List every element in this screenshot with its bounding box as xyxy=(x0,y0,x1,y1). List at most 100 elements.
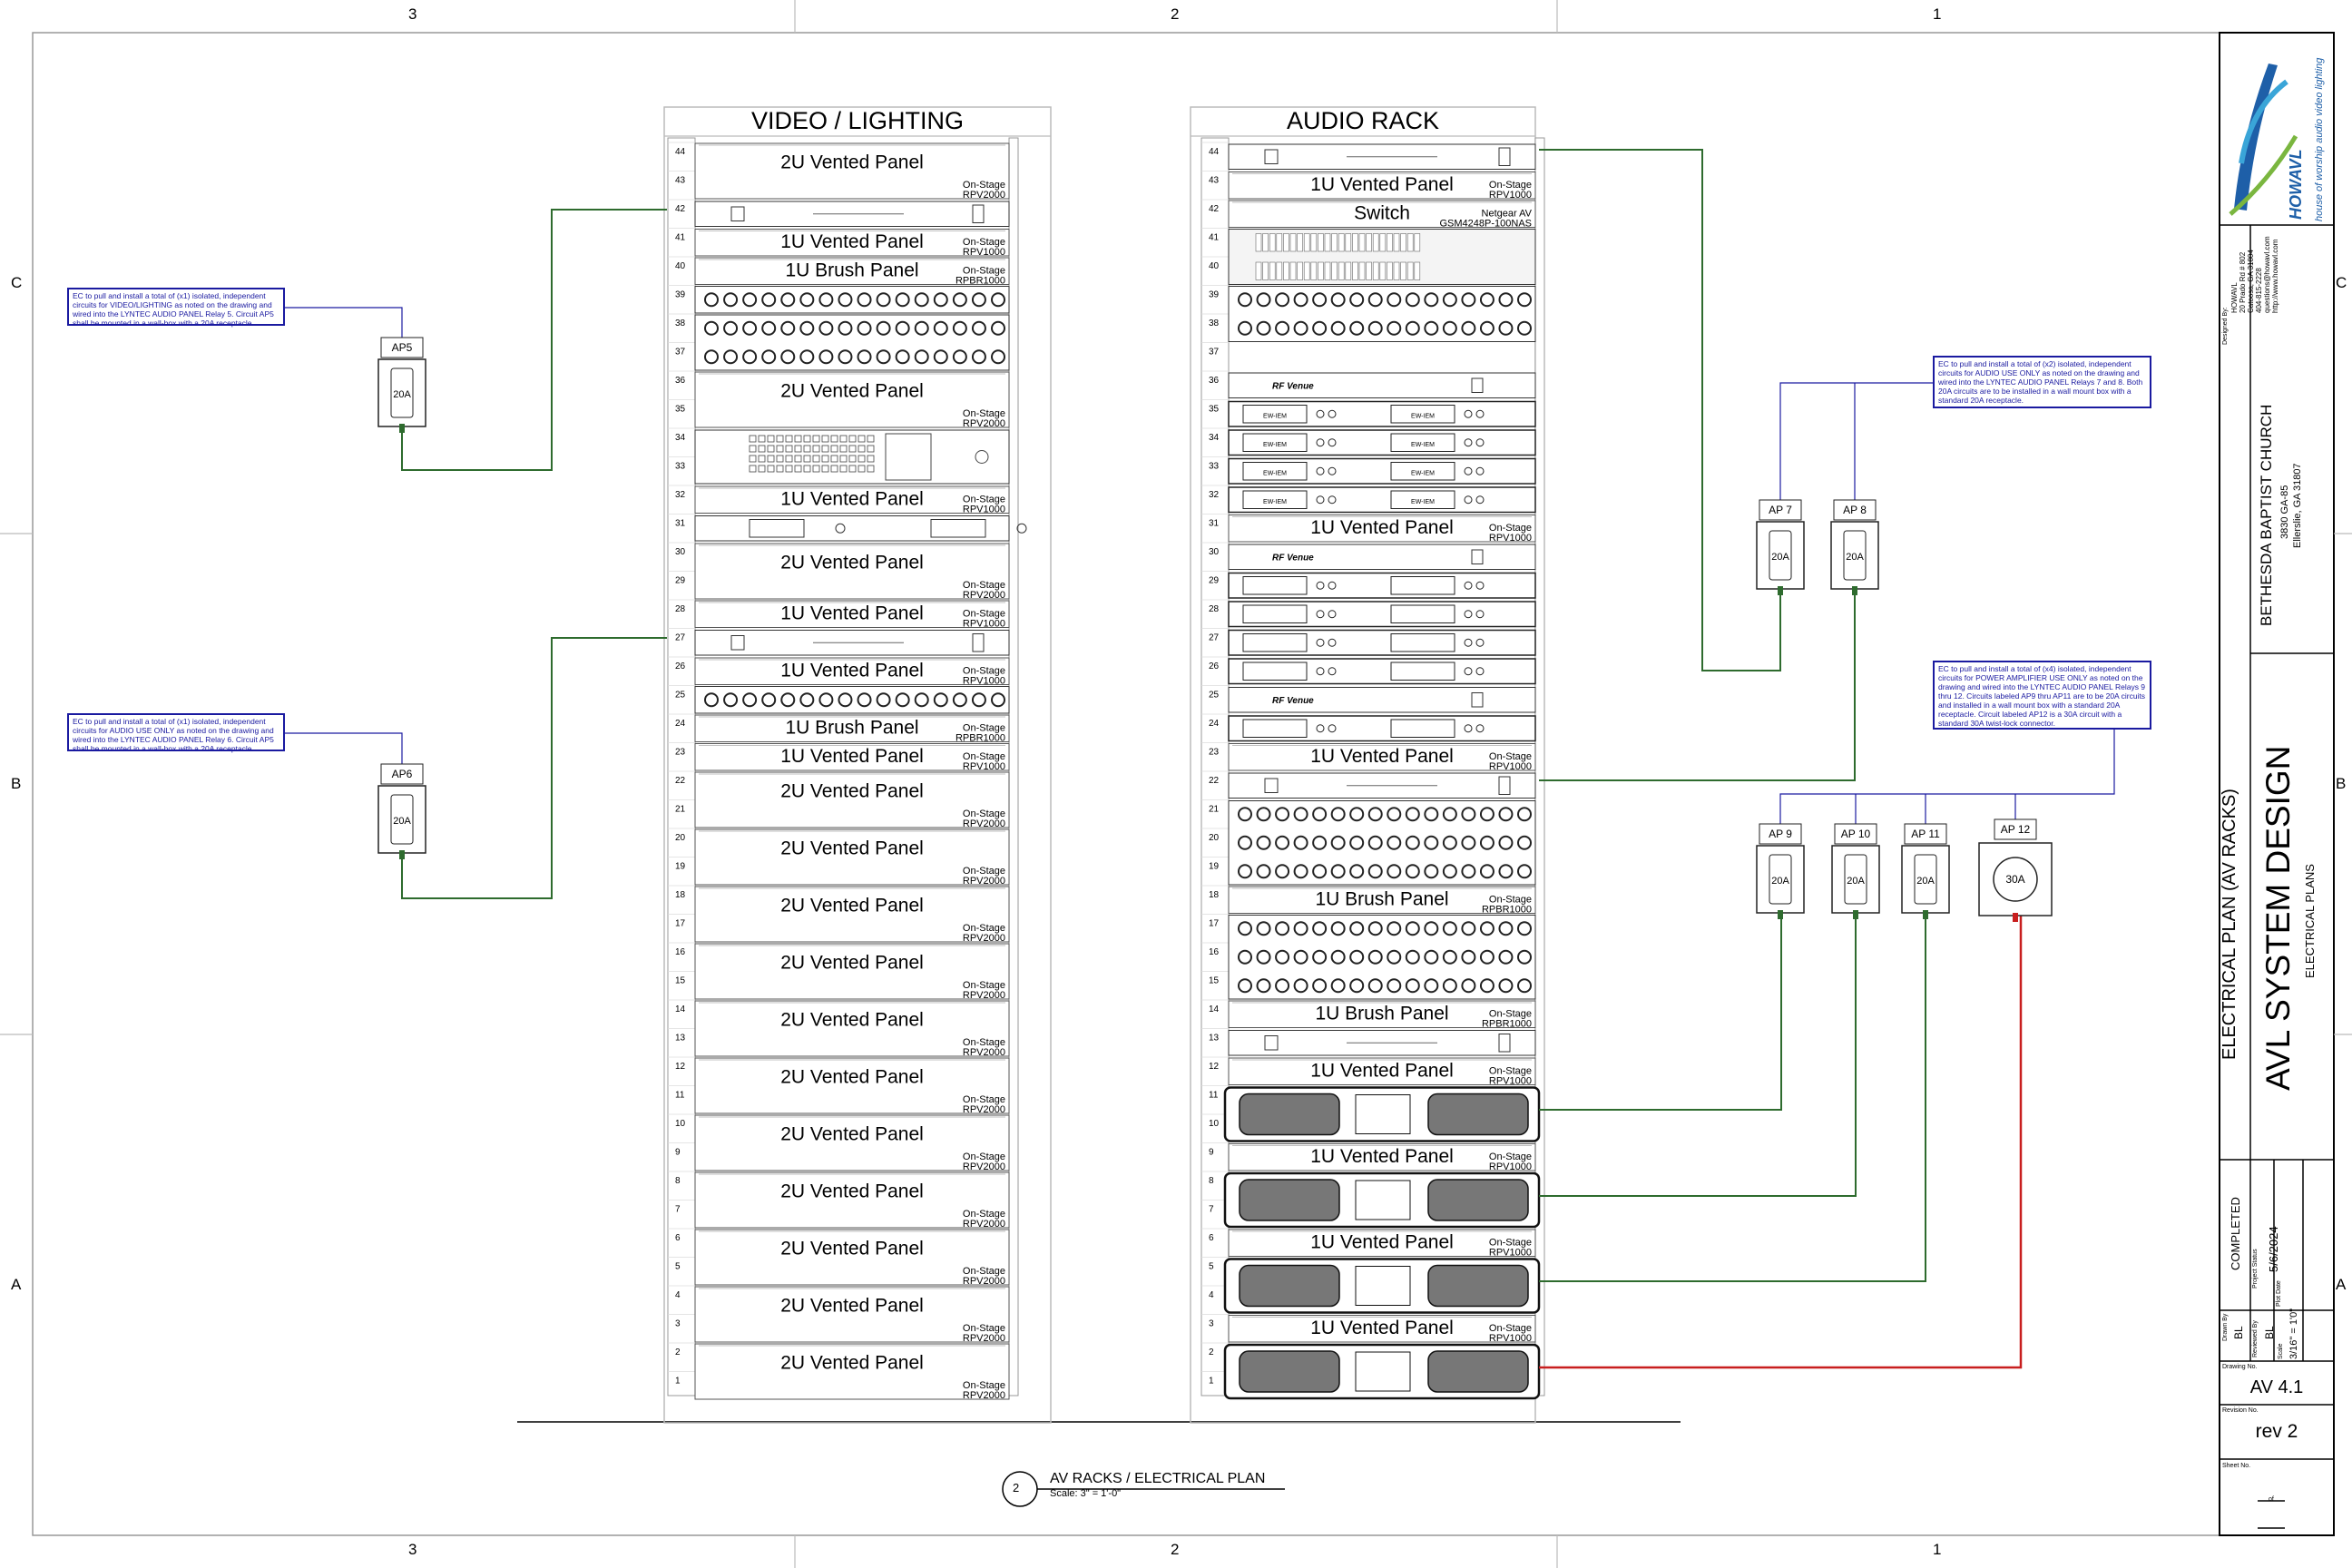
console-key xyxy=(858,435,866,443)
wireless-knob-icon xyxy=(1464,438,1473,447)
xlr-connector-icon xyxy=(1238,949,1252,965)
rack-unit-number: 41 xyxy=(1209,233,1220,243)
xlr-connector-icon xyxy=(1498,807,1514,822)
wireless-knob-icon xyxy=(1464,610,1473,619)
panel-label: 2U Vented Panel xyxy=(780,1009,924,1030)
rf-switch-icon xyxy=(1471,377,1484,393)
rack-panel xyxy=(1228,1143,1536,1171)
company-line: 20 Prado Rd # 802 xyxy=(2239,251,2247,313)
xlr-connector-icon xyxy=(914,320,929,336)
console-key xyxy=(821,435,829,443)
xlr-connector-icon xyxy=(991,292,1005,308)
panel-brand: On-Stage xyxy=(963,1266,1005,1277)
wireless-knob-icon xyxy=(1316,409,1325,418)
panel-label: 2U Vented Panel xyxy=(780,552,924,573)
rack-unit-number: 18 xyxy=(675,890,686,900)
rack-unit-number: 26 xyxy=(1209,662,1220,671)
rack-unit-number: 5 xyxy=(675,1262,681,1272)
panel-model: RPV2000 xyxy=(963,1219,1005,1230)
panel-model: RPV1000 xyxy=(963,505,1005,515)
reviewed-by: BL xyxy=(2263,1326,2276,1339)
panel-brand: On-Stage xyxy=(963,723,1005,734)
rack-panel xyxy=(694,743,1010,771)
xlr-connector-icon xyxy=(971,292,986,308)
rack-unit-number: 15 xyxy=(1209,976,1220,986)
wireless-display xyxy=(1390,604,1455,623)
wireless-knob-icon xyxy=(1328,438,1337,447)
xlr-connector-icon xyxy=(1479,864,1494,879)
switch-port xyxy=(1318,261,1324,280)
audio-rack-title: AUDIO RACK xyxy=(1286,107,1440,134)
wireless-display xyxy=(1390,576,1455,595)
ap12-circuit-wire xyxy=(1539,915,2023,1369)
xlr-connector-icon xyxy=(1256,864,1271,879)
console-key xyxy=(848,455,857,463)
xlr-connector-icon xyxy=(1256,978,1271,994)
ap6-rating: 20A xyxy=(393,816,411,827)
xlr-connector-icon xyxy=(1405,864,1420,879)
rack-unit-number: 27 xyxy=(675,633,686,643)
xlr-connector-icon xyxy=(1517,807,1532,822)
panel-brand: On-Stage xyxy=(963,866,1005,877)
xlr-connector-icon xyxy=(1275,320,1290,336)
xlr-connector-icon xyxy=(1312,864,1328,879)
wireless-knob-icon xyxy=(1464,581,1473,590)
company-line: questions@howavl.com xyxy=(2263,236,2271,313)
xlr-connector-icon xyxy=(991,349,1005,365)
wireless-model-label: EW-IEM xyxy=(1263,442,1287,448)
sheet-of: of xyxy=(2269,1496,2274,1503)
device-port-icon xyxy=(1264,149,1279,164)
panel-brand: On-Stage xyxy=(1489,895,1532,906)
xlr-connector-icon xyxy=(1424,978,1439,994)
switch-port xyxy=(1331,233,1338,252)
rack-panel xyxy=(694,1286,1010,1343)
panel-model: RPV2000 xyxy=(963,933,1005,944)
rack-rail-right xyxy=(1008,137,1019,1396)
wireless-knob-icon xyxy=(1464,724,1473,733)
panel-brand: On-Stage xyxy=(963,580,1005,591)
audio-rack: 4443424140393837363534333231302928272625… xyxy=(1190,106,1545,1424)
rack-panel xyxy=(694,371,1010,428)
ap9-rating: 20A xyxy=(1771,876,1789,887)
switch-port xyxy=(1352,261,1358,280)
wireless-display xyxy=(1390,490,1455,509)
switch-port xyxy=(1352,233,1358,252)
rack-unit-number: 33 xyxy=(675,462,686,472)
panel-model: RPV1000 xyxy=(963,761,1005,772)
rack-unit-number: 31 xyxy=(675,519,686,529)
rack-unit-number: 32 xyxy=(1209,490,1220,500)
grid-row-c-right: C xyxy=(2336,274,2347,291)
console-key xyxy=(867,465,875,473)
ap10-plug-icon xyxy=(1853,910,1858,919)
device-switch-icon xyxy=(1498,776,1511,795)
xlr-connector-icon xyxy=(876,320,891,336)
ap8-label: AP 8 xyxy=(1843,504,1867,516)
wireless-model-label: EW-IEM xyxy=(1263,470,1287,476)
wireless-knob-icon xyxy=(1475,438,1485,447)
xlr-connector-icon xyxy=(742,320,758,336)
xlr-connector-icon xyxy=(1442,835,1457,850)
wireless-model-label: EW-IEM xyxy=(1411,442,1435,448)
panel-brand: On-Stage xyxy=(963,666,1005,677)
rack-panel xyxy=(1228,200,1536,228)
rack-unit-number: 14 xyxy=(1209,1004,1220,1014)
console-knob-icon xyxy=(975,450,989,464)
rack-unit-number: 19 xyxy=(675,862,686,872)
scale-value: 3/16" = 1'0" xyxy=(2288,1308,2299,1359)
xlr-connector-icon xyxy=(1442,292,1457,308)
console-key xyxy=(785,435,793,443)
amp-grill xyxy=(1427,1350,1529,1393)
switch-port xyxy=(1358,261,1366,280)
xlr-connector-icon xyxy=(1517,921,1532,936)
rack-panel xyxy=(1228,1057,1536,1085)
wireless-knob-icon xyxy=(1464,638,1473,647)
rack-unit-number: 26 xyxy=(675,662,686,671)
panel-label: 1U Brush Panel xyxy=(785,260,918,280)
ap11-receptacle-icon xyxy=(1914,854,1937,905)
rack-unit-number: 25 xyxy=(1209,691,1220,701)
rack-unit-number: 12 xyxy=(1209,1062,1220,1072)
xlr-connector-icon xyxy=(1405,921,1420,936)
wireless-knob-icon xyxy=(1316,724,1325,733)
xlr-connector-icon xyxy=(1293,921,1308,936)
panel-model: RPV2000 xyxy=(963,1276,1005,1287)
